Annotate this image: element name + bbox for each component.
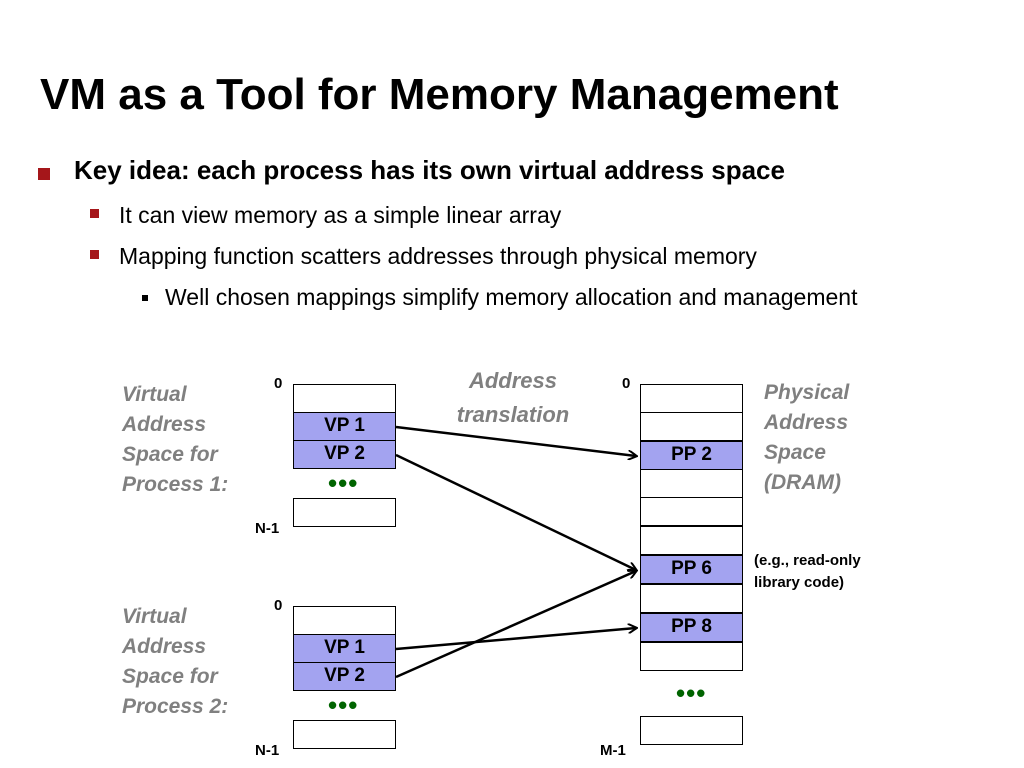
vas1-label-line: Address [122,413,207,436]
pas-label-line: Space [764,441,826,464]
arrow-p1vp2-to-pp6 [395,453,636,570]
pas-label-line: Address [764,411,849,434]
bullet-square-icon [38,168,50,180]
arrow-p2vp2-to-pp6 [395,571,636,679]
vas1-n-minus-1-label: N-1 [255,520,280,537]
vas1-ellipsis: ••• [328,468,359,498]
pp8-label: PP 8 [671,616,712,637]
vp2-label: VP 2 [324,443,365,464]
pas-page-pp2: PP 2 [640,441,743,470]
pp6-label: PP 6 [671,558,712,579]
address-translation-label: Address translation [448,364,578,432]
vas1-label-line: Space for [122,443,218,466]
vas2-page-last [293,720,396,749]
pp2-label: PP 2 [671,444,712,465]
pas-page [640,469,743,498]
pas-zero-label: 0 [622,375,631,392]
pas-page-pp6: PP 6 [640,555,743,584]
slide-title: VM as a Tool for Memory Management [40,70,839,119]
note-line: (e.g., read-only [754,552,861,569]
vas1-label-line: Virtual [122,383,187,406]
vas2-label-line: Space for [122,665,218,688]
vas1-page-empty [293,384,396,413]
pas-m-minus-1-label: M-1 [600,742,626,759]
vas2-page-vp2: VP 2 [293,662,396,691]
pas-page [640,412,743,441]
translation-label-line: Address [468,368,558,393]
pas-page-last [640,716,743,745]
pas-page [640,584,743,613]
pas-label-line: (DRAM) [764,471,841,494]
vp2-label: VP 2 [324,665,365,686]
vas1-page-last [293,498,396,527]
vas1-page-vp2: VP 2 [293,440,396,469]
read-only-note: (e.g., read-only library code) [754,550,861,594]
vas2-page-empty [293,606,396,635]
vp1-label: VP 1 [324,415,365,436]
vas1-zero-label: 0 [274,375,283,392]
pas-page [640,497,743,526]
pas-label: Physical Address Space (DRAM) [764,378,849,498]
bullet-mapping-function: Mapping function scatters addresses thro… [119,243,757,269]
vas2-label: Virtual Address Space for Process 2: [122,602,228,722]
vas1-label: Virtual Address Space for Process 1: [122,380,228,500]
note-line: library code) [754,574,845,591]
bullet-linear-array: It can view memory as a simple linear ar… [119,202,562,228]
pas-page [640,384,743,413]
translation-label-line: translation [456,402,570,427]
vas2-page-vp1: VP 1 [293,634,396,663]
pas-page [640,526,743,555]
vas2-label-line: Virtual [122,605,187,628]
pas-page-pp8: PP 8 [640,613,743,642]
vp1-label: VP 1 [324,637,365,658]
pas-ellipsis: ••• [676,678,707,708]
vas2-label-line: Process 2: [122,695,229,718]
vas2-n-minus-1-label: N-1 [255,742,280,759]
vas1-page-vp1: VP 1 [293,412,396,441]
vas2-label-line: Address [122,635,207,658]
bullet-square-icon [90,209,99,218]
bullet-square-icon [142,295,148,301]
bullet-square-icon [90,250,99,259]
pas-page [640,642,743,671]
pas-label-line: Physical [764,381,850,404]
vas2-ellipsis: ••• [328,690,359,720]
arrow-p2vp1-to-pp8 [395,628,636,651]
bullet-well-chosen: Well chosen mappings simplify memory all… [165,284,858,310]
vas1-label-line: Process 1: [122,473,229,496]
bullet-key-idea: Key idea: each process has its own virtu… [74,155,785,185]
vas2-zero-label: 0 [274,597,283,614]
